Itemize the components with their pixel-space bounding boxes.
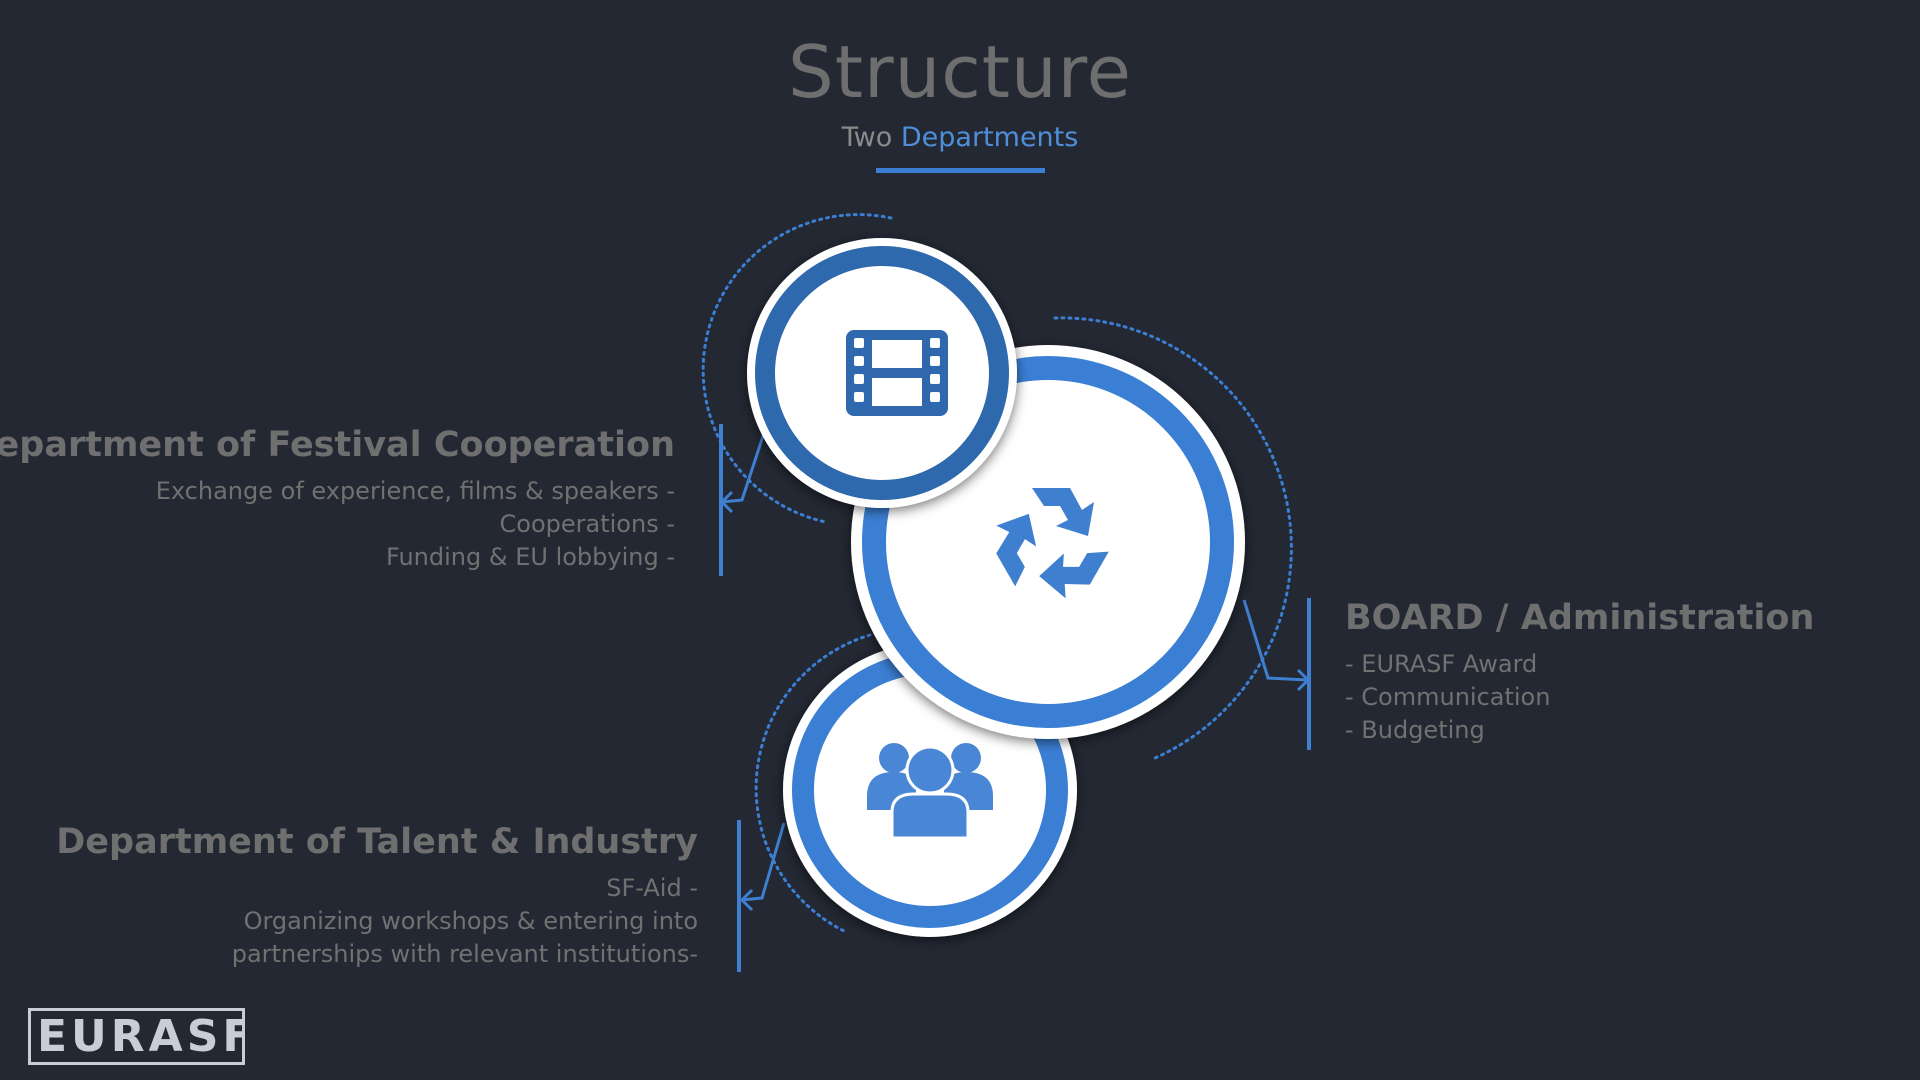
dept-board-title: BOARD / Administration bbox=[1345, 598, 1815, 638]
subtitle-underline bbox=[876, 168, 1045, 173]
connector-top bbox=[721, 429, 767, 504]
dotted-arc-top bbox=[701, 213, 893, 524]
dept-festival-line: Cooperations - bbox=[499, 510, 675, 538]
connector-right bbox=[1242, 599, 1309, 682]
page-title: Structure bbox=[788, 30, 1132, 114]
dept-talent-line: partnerships with relevant institutions- bbox=[231, 940, 698, 968]
dept-talent-line: Organizing workshops & entering into bbox=[243, 907, 698, 935]
connector-bottom-bar bbox=[737, 820, 741, 972]
page-subtitle: Two Departments bbox=[0, 122, 1920, 153]
dept-festival-line: Exchange of experience, films & speakers… bbox=[155, 477, 675, 505]
dept-board-lines: - EURASF Award - Communication - Budgeti… bbox=[1345, 648, 1550, 747]
dotted-arc-middle bbox=[1053, 316, 1293, 760]
dept-board-line: - EURASF Award bbox=[1345, 650, 1538, 678]
connector-bottom bbox=[741, 822, 786, 902]
dept-board-line: - Communication bbox=[1345, 683, 1551, 711]
dept-festival-title: Department of Festival Cooperation bbox=[0, 425, 675, 465]
eurasf-logo: EURASF bbox=[28, 1008, 245, 1065]
recycle-icon bbox=[996, 488, 1109, 599]
dept-talent-lines: SF-Aid - Organizing workshops & entering… bbox=[232, 872, 698, 971]
connector-bottom-arrow bbox=[739, 888, 754, 912]
dept-festival-line: Funding & EU lobbying - bbox=[385, 543, 675, 571]
connector-top-bar bbox=[719, 424, 723, 576]
dept-talent-title: Department of Talent & Industry bbox=[56, 822, 698, 862]
dept-board-line: - Budgeting bbox=[1345, 716, 1485, 744]
subtitle-prefix: Two bbox=[841, 122, 893, 153]
connector-right-bar bbox=[1307, 598, 1311, 750]
dotted-arc-bottom bbox=[754, 633, 872, 934]
film-strip-icon bbox=[846, 330, 948, 416]
subtitle-accent: Departments bbox=[900, 122, 1079, 153]
dept-festival-lines: Exchange of experience, films & speakers… bbox=[156, 475, 675, 574]
dept-talent-line: SF-Aid - bbox=[606, 874, 698, 902]
logo-text: EURASF bbox=[37, 1011, 245, 1062]
group-icon bbox=[867, 743, 993, 840]
